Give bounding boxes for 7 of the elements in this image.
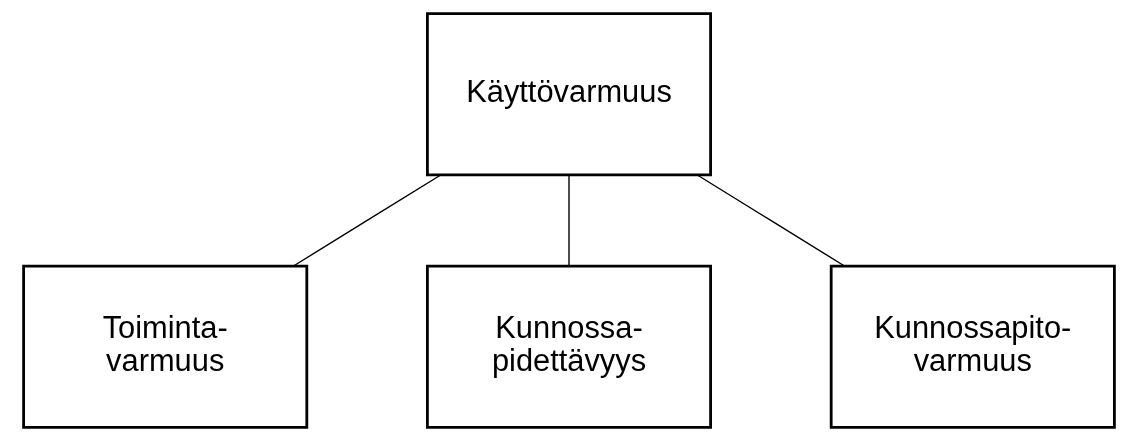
connector (696, 174, 845, 267)
node-box: Toiminta- varmuus (21, 264, 308, 429)
connector (292, 174, 441, 267)
node-box: Käyttövarmuus (425, 12, 712, 177)
node-box: Kunnossa- pidettävyys (425, 264, 712, 429)
node-box: Kunnossapito- varmuus (829, 264, 1116, 429)
connector (567, 174, 570, 267)
